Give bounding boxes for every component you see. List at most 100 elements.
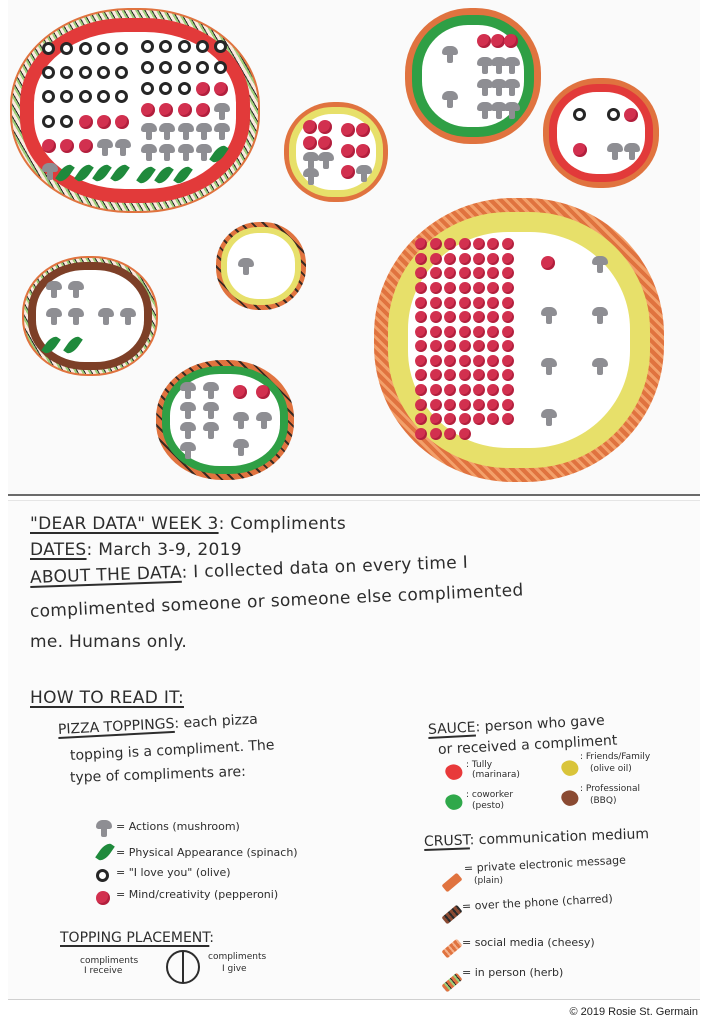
olive-icon [96, 90, 110, 104]
pepperoni-icon [96, 891, 110, 905]
pepperoni-icon [415, 369, 428, 382]
crust-social: = social media (cheesy) [462, 936, 595, 949]
placement-colon: : [209, 930, 215, 946]
pepperoni-icon [472, 311, 485, 324]
pepperoni-icon [458, 427, 471, 440]
olive-icon [213, 61, 227, 75]
pepperoni-icon [487, 311, 500, 324]
pepperoni-icon [444, 325, 457, 338]
legend-love: = "I love you" (olive) [116, 866, 231, 879]
mushroom-icon [504, 56, 521, 75]
dates-label: DATES [30, 540, 87, 560]
legend-panel [8, 500, 700, 1000]
placement-diagram-icon [166, 950, 200, 984]
pizza-surface [557, 92, 645, 174]
pepperoni-icon [504, 34, 519, 49]
pepperoni-icon [472, 398, 485, 411]
pepperoni-icon [501, 354, 514, 367]
pizza-friends-family-social-media [374, 198, 664, 482]
pepperoni-icon [78, 138, 93, 153]
pepperoni-icon [429, 311, 442, 324]
olive-icon [141, 61, 155, 75]
pepperoni-icon [501, 340, 514, 353]
mushroom-icon [355, 165, 372, 183]
pepperoni-icon [429, 354, 442, 367]
pepperoni-icon [429, 267, 442, 280]
pepperoni-icon [472, 369, 485, 382]
mushroom-icon [195, 123, 212, 141]
placement-left-1: compliments [80, 956, 139, 966]
pepperoni-icon [501, 398, 514, 411]
pepperoni-icon [429, 369, 442, 382]
legend-actions: = Actions (mushroom) [116, 820, 240, 833]
pepperoni-icon [317, 120, 332, 134]
mushroom-icon [623, 142, 640, 161]
pepperoni-icon [195, 81, 210, 96]
mushroom-icon [202, 382, 219, 400]
pepperoni-icon [458, 252, 471, 265]
placement-right-1: compliments [208, 952, 267, 962]
olive-icon [42, 66, 56, 80]
mushroom-icon [180, 402, 197, 420]
pepperoni-icon [415, 413, 428, 426]
olive-icon [60, 114, 74, 128]
pepperoni-icon [415, 325, 428, 338]
olive-icon [141, 81, 155, 95]
pepperoni-icon [487, 282, 500, 294]
mushroom-icon [42, 162, 59, 181]
pepperoni-icon [317, 136, 332, 150]
mushroom-icon [68, 281, 84, 299]
pepperoni-icon [458, 238, 471, 251]
pepperoni-icon [415, 427, 428, 440]
pepperoni-icon [458, 354, 471, 367]
pepperoni-icon [458, 325, 471, 338]
placement-label: TOPPING PLACEMENT [60, 930, 210, 946]
pepperoni-icon [487, 340, 500, 353]
mushroom-icon [490, 79, 507, 97]
mushroom-icon [141, 143, 158, 162]
pepperoni-icon [487, 296, 500, 309]
olive-icon [42, 114, 56, 128]
pepperoni-icon [501, 282, 514, 294]
olive-icon [177, 61, 191, 75]
pepperoni-icon [429, 384, 442, 396]
olive-icon [60, 66, 74, 80]
pepperoni-icon [415, 311, 428, 324]
dates: DATES: March 3-9, 2019 [30, 540, 242, 560]
mushroom-icon [302, 152, 319, 170]
pepperoni-icon [444, 427, 457, 440]
pepperoni-icon [444, 354, 457, 367]
pepperoni-icon [415, 384, 428, 396]
pepperoni-icon [458, 311, 471, 324]
sauce-tully-2: (marinara) [472, 770, 520, 780]
pepperoni-icon [141, 102, 156, 117]
olive-icon [96, 42, 110, 56]
pepperoni-icon [501, 311, 514, 324]
pepperoni-icon [429, 296, 442, 309]
pepperoni-icon [444, 311, 457, 324]
sauce-tully-1: : Tully [466, 760, 493, 770]
sauce-coworker-1: : coworker [466, 790, 514, 800]
mushroom-icon [233, 412, 250, 430]
mushroom-icon [541, 306, 558, 325]
pepperoni-icon [340, 122, 355, 137]
pepperoni-icon [487, 369, 500, 382]
mushroom-icon [591, 357, 608, 376]
pepperoni-icon [458, 267, 471, 280]
mushroom-icon [180, 422, 197, 440]
legend-mind: = Mind/creativity (pepperoni) [116, 888, 279, 901]
pepperoni-icon [96, 114, 111, 129]
crust-private-2: (plain) [474, 876, 503, 886]
pepperoni-icon [476, 34, 491, 49]
pepperoni-icon [458, 340, 471, 353]
pepperoni-icon [444, 238, 457, 251]
olive-icon [159, 61, 173, 75]
pepperoni-icon [444, 340, 457, 353]
olive-icon [213, 40, 227, 54]
pepperoni-icon [195, 102, 210, 117]
mushroom-icon [213, 102, 230, 121]
pepperoni-icon [444, 282, 457, 294]
mushroom-icon [317, 152, 334, 170]
pepperoni-icon [444, 398, 457, 411]
pepperoni-icon [429, 238, 442, 251]
